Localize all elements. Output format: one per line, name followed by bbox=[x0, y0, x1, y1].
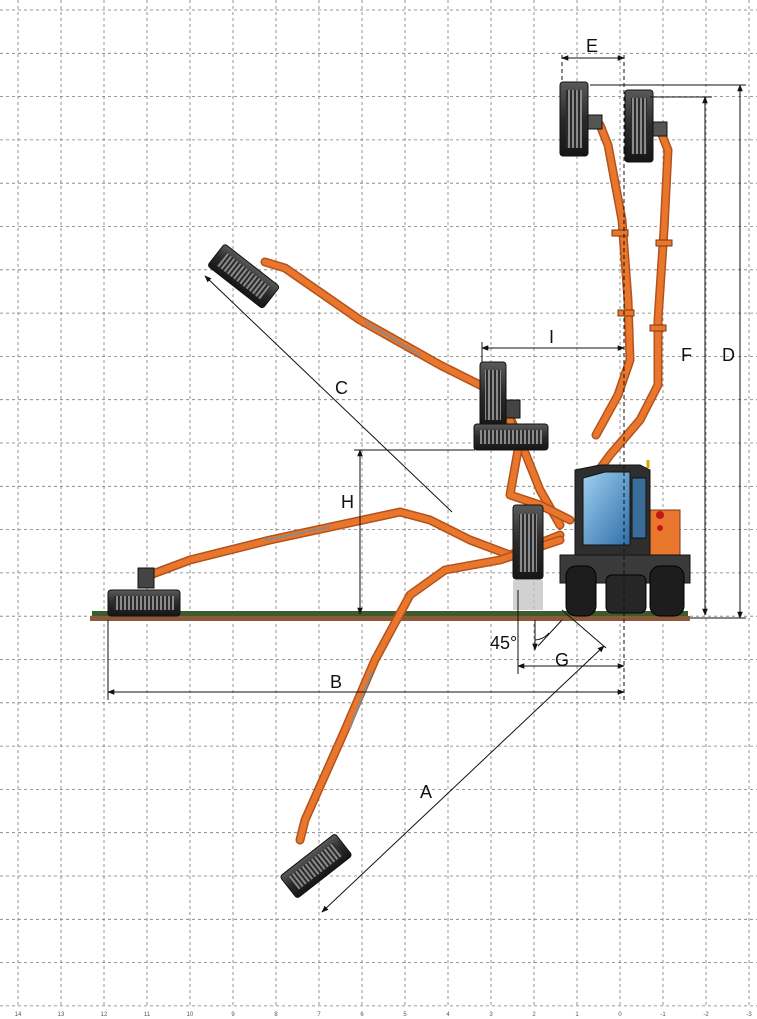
label-b: B bbox=[330, 672, 342, 692]
grid-tick-label: 2 bbox=[532, 1012, 536, 1018]
grid-tick-label: 12 bbox=[101, 1012, 108, 1018]
tractor bbox=[559, 460, 691, 617]
label-a: A bbox=[420, 782, 432, 802]
label-e: E bbox=[586, 36, 598, 56]
grid-tick-label: -2 bbox=[703, 1012, 709, 1018]
grid-tick-label: 5 bbox=[403, 1012, 407, 1018]
grid-tick-label: 1 bbox=[575, 1012, 579, 1018]
label-h: H bbox=[341, 492, 354, 512]
boom-vertical-max-reach bbox=[591, 120, 635, 440]
label-d: D bbox=[722, 345, 735, 365]
label-g: G bbox=[555, 650, 569, 670]
boom-diagonal-upper bbox=[260, 257, 565, 530]
boom-vertical-max-height bbox=[583, 125, 673, 490]
mower-head-top-right bbox=[624, 89, 668, 163]
label-f: F bbox=[681, 345, 692, 365]
mower-head-ground bbox=[107, 567, 181, 617]
label-c: C bbox=[335, 378, 348, 398]
mower-head-top-left bbox=[559, 81, 603, 157]
grid-tick-label: 11 bbox=[144, 1012, 151, 1018]
grid-tick-label: 0 bbox=[618, 1012, 622, 1018]
mower-head-lower bbox=[280, 834, 352, 898]
mower-head-middle bbox=[473, 361, 549, 451]
label-angle: 45° bbox=[490, 633, 517, 653]
grid-tick-label: 4 bbox=[446, 1012, 450, 1018]
grid-tick-label: 10 bbox=[187, 1012, 194, 1018]
grid-tick-label: 8 bbox=[274, 1012, 278, 1018]
mower-head-upper-left bbox=[208, 244, 280, 309]
grid-tick-label: -1 bbox=[660, 1012, 666, 1018]
grid-tick-label: 9 bbox=[231, 1012, 235, 1018]
grid-tick-label: 3 bbox=[489, 1012, 493, 1018]
ground bbox=[90, 611, 690, 621]
grid-tick-label: 6 bbox=[360, 1012, 364, 1018]
label-i: I bbox=[549, 327, 554, 347]
dimension-labels: A B C D E F G H I 45° bbox=[330, 36, 735, 802]
boom-horizontal bbox=[145, 507, 565, 580]
grid-tick-label: 13 bbox=[58, 1012, 65, 1018]
grid-tick-label: 7 bbox=[317, 1012, 321, 1018]
grid-tick-label: -3 bbox=[746, 1012, 752, 1018]
grid-tick-label: 14 bbox=[15, 1012, 22, 1018]
dimension-lines bbox=[107, 55, 746, 913]
